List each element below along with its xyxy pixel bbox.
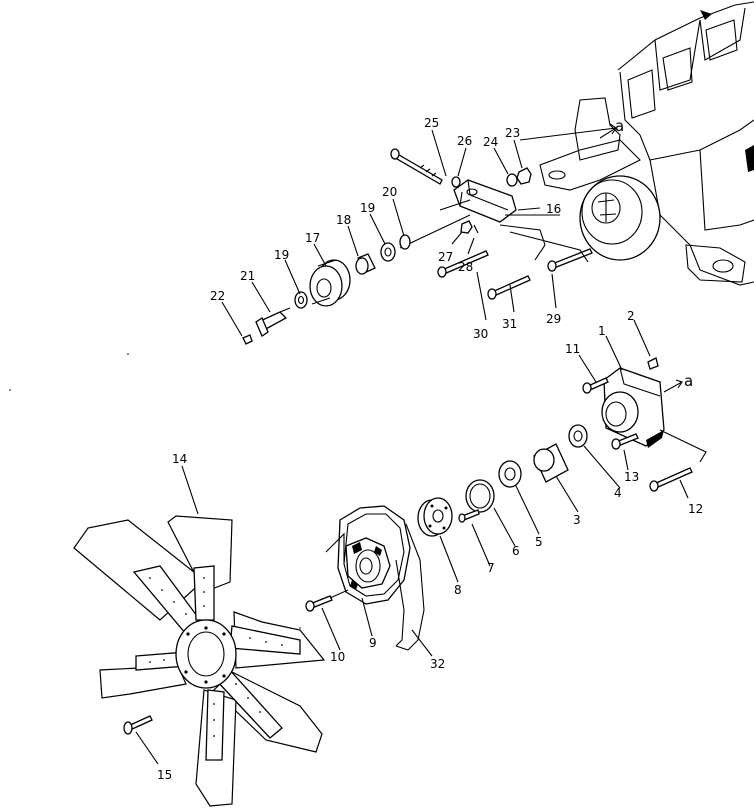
- part-19-bearing-left: [294, 291, 308, 309]
- callout-5: 5: [535, 535, 543, 549]
- callout-24: 24: [483, 135, 498, 149]
- part-31-bolt: [487, 275, 531, 300]
- part-8-hub: [417, 497, 453, 537]
- part-30-bolt: [437, 250, 489, 278]
- part-11-bolt: [582, 377, 609, 394]
- part-1-housing: [601, 367, 665, 448]
- callout-16: 16: [546, 202, 561, 216]
- tensioner-assembly: [242, 127, 617, 345]
- callout-4: 4: [614, 486, 622, 500]
- callout-19-left: 19: [274, 248, 289, 262]
- callout-10: 10: [330, 650, 345, 664]
- part-3-shaft: [533, 443, 569, 483]
- part-21-shaft: [255, 307, 291, 337]
- callout-22: 22: [210, 289, 225, 303]
- callout-2: 2: [627, 309, 635, 323]
- part-6-ring: [465, 479, 495, 513]
- callout-9: 9: [369, 636, 377, 650]
- callout-18: 18: [336, 213, 351, 227]
- callout-1: 1: [598, 324, 606, 338]
- part-13-bolt: [611, 433, 639, 450]
- callout-30: 30: [473, 327, 488, 341]
- part-10-bolt: [305, 595, 333, 612]
- callout-31: 31: [502, 317, 517, 331]
- part-7-bolt: [458, 509, 480, 523]
- callout-8: 8: [454, 583, 462, 597]
- leader-lines: [135, 129, 689, 765]
- part-15-bolt: [123, 715, 153, 735]
- callout-3: 3: [573, 513, 581, 527]
- part-22-fitting: [242, 334, 253, 345]
- part-23-nut: [516, 167, 532, 185]
- callout-23: 23: [505, 126, 520, 140]
- part-2-plug: [647, 357, 659, 370]
- part-12-bolt: [649, 467, 693, 492]
- callout-12: 12: [688, 502, 703, 516]
- callout-25: 25: [424, 116, 439, 130]
- callout-19-right: 19: [360, 201, 375, 215]
- callout-20: 20: [382, 185, 397, 199]
- speck: [299, 627, 301, 629]
- callout-26: 26: [457, 134, 472, 148]
- callout-29: 29: [546, 312, 561, 326]
- part-26-washer: [451, 176, 461, 188]
- callout-13: 13: [624, 470, 639, 484]
- callout-27: 27: [438, 250, 453, 264]
- engine-block: [539, 1, 754, 286]
- fan-support-assembly: [305, 357, 707, 651]
- part-25-bolt: [390, 148, 443, 185]
- part-18-spacer: [355, 253, 376, 275]
- ref-a-arrow-top: [599, 123, 618, 139]
- part-14-fan: [73, 515, 326, 807]
- part-4-bearing: [568, 424, 588, 448]
- part-28-washer: [473, 224, 479, 234]
- callout-11: 11: [565, 342, 580, 356]
- callout-15: 15: [157, 768, 172, 782]
- ref-a-mid: a: [684, 372, 693, 390]
- crank-pulley-engine: [579, 175, 661, 261]
- callout-14: 14: [172, 452, 187, 466]
- ref-a-arrow-mid: [663, 379, 684, 393]
- ref-a-top: a: [615, 117, 624, 135]
- callout-21: 21: [240, 269, 255, 283]
- part-20-washer: [399, 234, 411, 250]
- callout-17: 17: [305, 231, 320, 245]
- speck: [127, 353, 129, 355]
- part-24-washer: [506, 173, 518, 187]
- part-16-bracket: [453, 179, 517, 223]
- part-29-bolt: [547, 248, 593, 272]
- callout-7: 7: [487, 561, 495, 575]
- callout-labels: 25 26 24 23 16 20 19 18 17 19 21 22 27 2…: [157, 116, 703, 782]
- part-19-bearing-right: [380, 242, 396, 262]
- callout-28: 28: [458, 260, 473, 274]
- callout-6: 6: [512, 544, 520, 558]
- callout-32: 32: [430, 657, 445, 671]
- part-5-bearing: [498, 460, 522, 488]
- speck: [9, 389, 11, 391]
- part-32-belt: [395, 523, 425, 651]
- part-17-pulley: [309, 259, 351, 307]
- part-9-fan-pulley: [325, 505, 411, 605]
- part-27-nut: [460, 220, 473, 234]
